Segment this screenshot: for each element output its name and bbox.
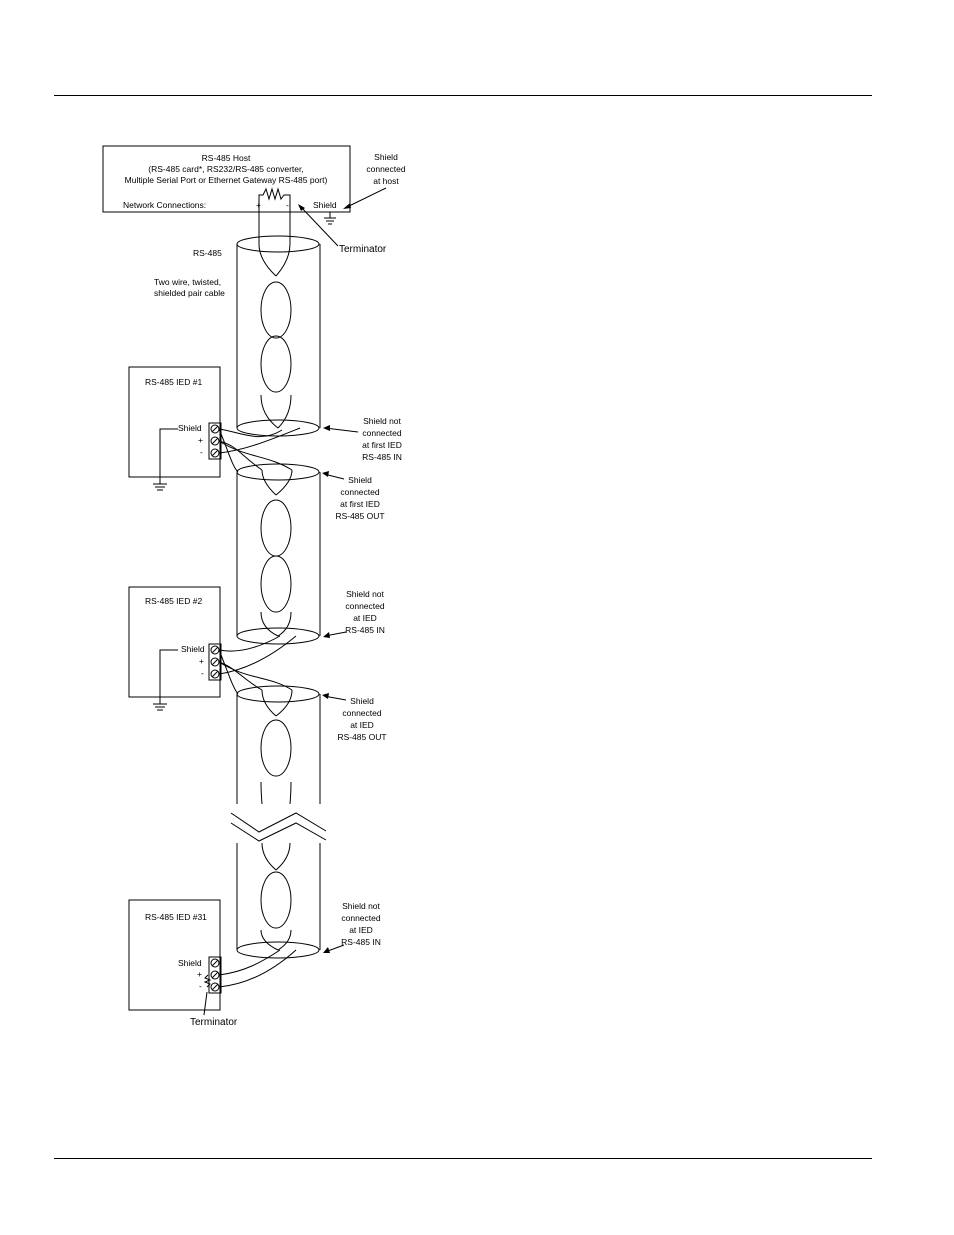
cable-segment-1 — [236, 200, 321, 437]
shield-connected-host-l1: Shield — [374, 152, 398, 162]
ied-1-in-l1: Shield not — [363, 416, 401, 426]
ied-1-out-l4: RS-485 OUT — [335, 511, 384, 521]
header-rule — [54, 95, 872, 96]
ied-1-out-l2: connected — [340, 487, 379, 497]
ied-2-out-l2: connected — [342, 708, 381, 718]
host-shield-arrow — [344, 187, 387, 209]
ied-2-shield-wire — [218, 649, 239, 695]
ied-1-in-wire-b — [218, 427, 301, 454]
ied-31-shield: Shield — [178, 958, 202, 968]
ied-2-in-wire-b — [218, 635, 297, 675]
ied-2-title: RS-485 IED #2 — [145, 596, 202, 606]
cable-desc-l2: shielded pair cable — [154, 288, 225, 298]
ied-2-in-l1: Shield not — [346, 589, 384, 599]
ied-31-in-l3: at IED — [349, 925, 373, 935]
shield-connected-host-l2: connected — [366, 164, 405, 174]
ied-2-out-l4: RS-485 OUT — [337, 732, 386, 742]
cable-segment-3 — [236, 685, 321, 805]
cable-segment-2 — [236, 463, 321, 645]
footer-rule — [54, 1158, 872, 1159]
host-desc-line3: Multiple Serial Port or Ethernet Gateway… — [125, 175, 328, 185]
ied-2-in-wire-a — [218, 635, 281, 652]
host-box: RS-485 Host (RS-485 card*, RS232/RS-485 … — [102, 145, 351, 213]
ied-31-minus: - — [199, 981, 202, 991]
ied-1-box: RS-485 IED #1 Shield + - — [128, 366, 222, 491]
host-title: RS-485 Host — [202, 153, 251, 163]
ied-31-in-l1: Shield not — [342, 901, 380, 911]
ied-31-in-l4: RS-485 IN — [341, 937, 381, 947]
terminator-top-label: Terminator — [339, 244, 387, 255]
ied-31-in-l2: connected — [341, 913, 380, 923]
host-minus: - — [286, 200, 289, 210]
ied-1-out-wire-b — [218, 440, 293, 471]
ied-2-in-l4: RS-485 IN — [345, 625, 385, 635]
ied-1-in-wire-a — [218, 428, 283, 438]
terminator-bottom-arrow — [203, 991, 208, 1016]
host-network-connections: Network Connections: — [123, 200, 206, 210]
ied-31-title: RS-485 IED #31 — [145, 912, 207, 922]
ied-2-box: RS-485 IED #2 Shield + - — [128, 586, 222, 711]
rs485-label: RS-485 — [193, 248, 222, 258]
terminator-bottom-label: Terminator — [190, 1017, 238, 1028]
ied-2-out-l3: at IED — [350, 720, 374, 730]
ied-2-shield: Shield — [181, 644, 205, 654]
ied-1-in-arrow — [324, 427, 359, 433]
ied-1-out-l3: at first IED — [340, 499, 380, 509]
ied-1-shield: Shield — [178, 423, 202, 433]
host-terminator-resistor — [258, 187, 291, 201]
ied-1-out-wire-a — [218, 440, 263, 471]
ied-1-in-l4: RS-485 IN — [362, 452, 402, 462]
ied-1-in-l2: connected — [362, 428, 401, 438]
ied-2-minus: - — [201, 668, 204, 678]
ied-1-minus: - — [200, 447, 203, 457]
cable-segment-4 — [236, 842, 321, 959]
ied-31-wire-a — [218, 949, 281, 976]
ied-31-plus: + — [197, 969, 202, 979]
host-desc-line2: (RS-485 card*, RS232/RS-485 converter, — [148, 164, 303, 174]
host-shield: Shield — [313, 200, 337, 210]
ied-1-shield-wire — [218, 428, 239, 473]
shield-connected-host-l3: at host — [373, 176, 399, 186]
ied-2-plus: + — [199, 656, 204, 666]
host-ground-icon — [324, 212, 336, 225]
ied-2-in-l2: connected — [345, 601, 384, 611]
ied-31-wire-b — [218, 949, 297, 988]
ied-1-in-l3: at first IED — [362, 440, 402, 450]
ied-2-in-l3: at IED — [353, 613, 377, 623]
cable-break-symbol — [230, 812, 327, 842]
ied-1-out-l1: Shield — [348, 475, 372, 485]
ied-1-plus: + — [198, 435, 203, 445]
ied-2-out-l1: Shield — [350, 696, 374, 706]
ied-31-box: RS-485 IED #31 Shield + - — [128, 899, 222, 1011]
ied-31-terminator-resistor — [203, 974, 212, 988]
terminator-top-arrow — [299, 205, 339, 247]
ied-1-title: RS-485 IED #1 — [145, 377, 202, 387]
cable-desc-l1: Two wire, twisted, — [154, 277, 221, 287]
